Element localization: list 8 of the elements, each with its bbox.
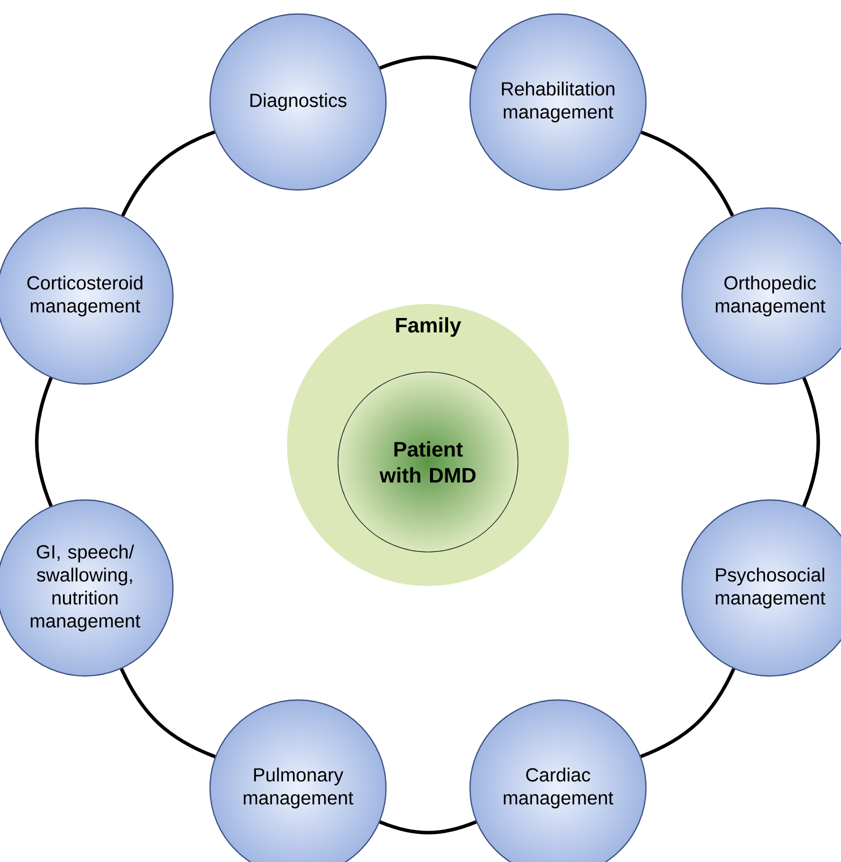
ring-arc bbox=[379, 820, 477, 834]
ring-arc bbox=[802, 377, 820, 507]
ring-arc bbox=[379, 56, 477, 70]
ring-arc bbox=[121, 130, 216, 217]
ring-arc bbox=[640, 668, 736, 758]
ring-arc bbox=[120, 668, 216, 758]
ring-arc bbox=[35, 377, 53, 507]
ring-arc bbox=[640, 130, 734, 216]
